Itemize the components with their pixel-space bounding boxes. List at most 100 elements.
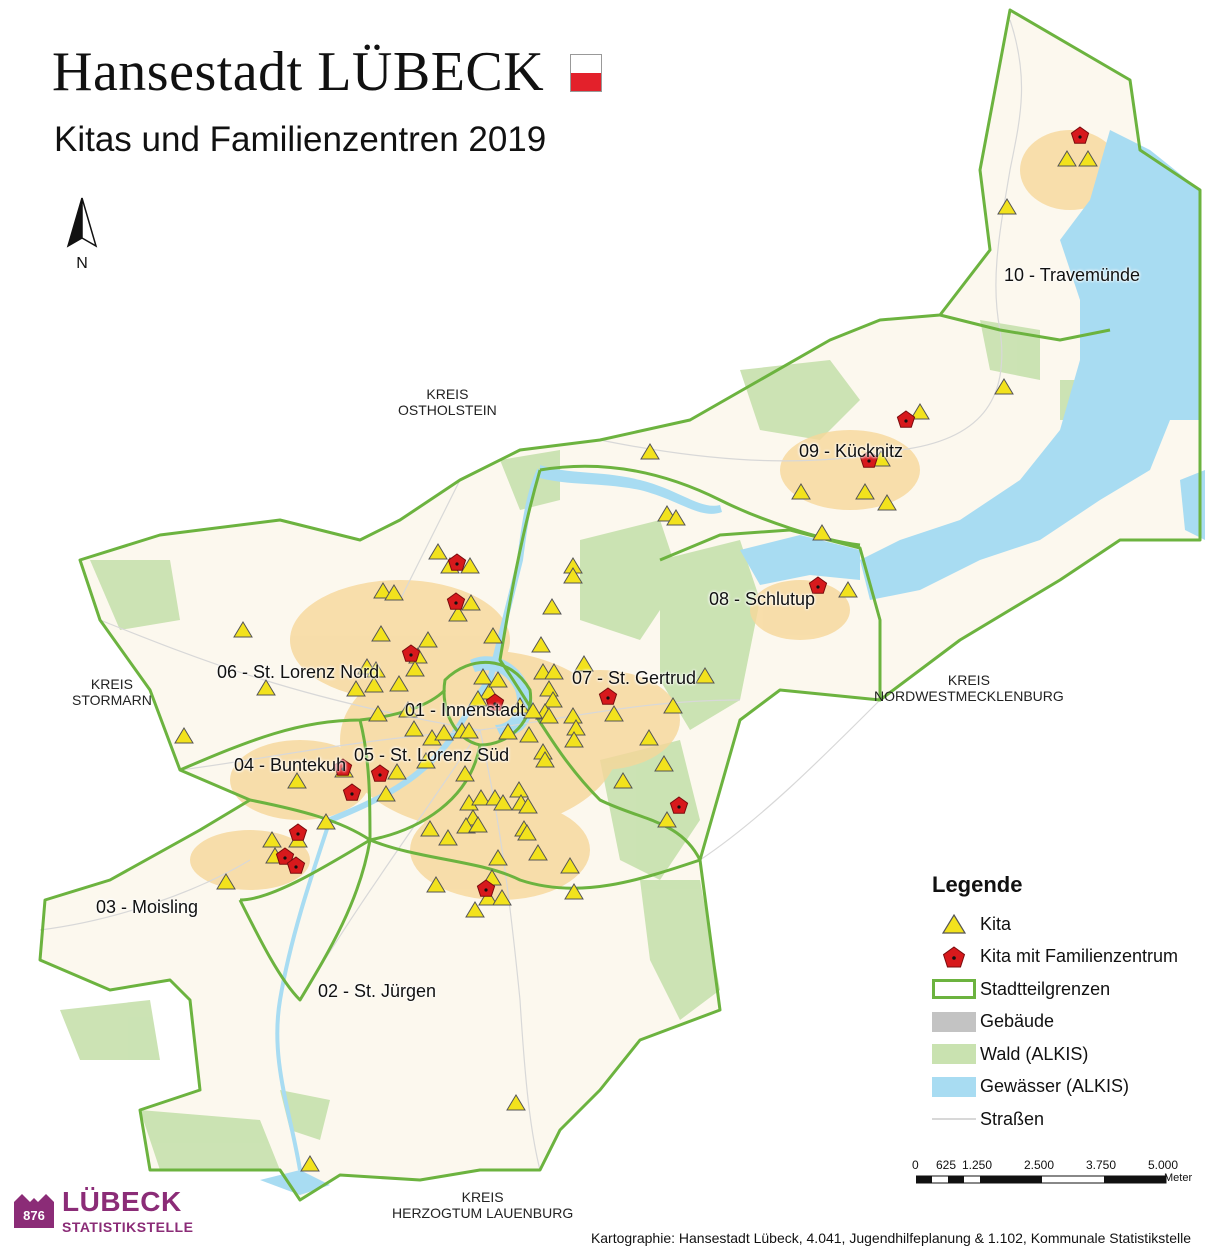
familienzentrum-marker	[598, 687, 618, 705]
logo-text-luebeck: LÜBECK	[62, 1186, 182, 1217]
city-boundary	[38, 8, 1202, 1202]
map-subtitle: Kitas und Familienzentren 2019	[54, 120, 547, 159]
boundary-02-01	[369, 838, 701, 890]
district-boundaries	[38, 8, 1202, 1202]
familienzentrum-marker	[485, 693, 505, 711]
familienzentrum-marker	[370, 764, 390, 782]
kita-marker	[639, 729, 659, 746]
scale-bar-graphic	[916, 1175, 1167, 1184]
map-title: Hansestadt LÜBECK	[52, 41, 545, 103]
district-label-innenstadt: 01 - Innenstadt	[405, 700, 526, 720]
kita-marker	[640, 443, 660, 460]
familienzentrum-marker	[333, 758, 353, 776]
legend-item-gewaesser: Gewässer (ALKIS)	[928, 1071, 1203, 1104]
north-label: N	[76, 255, 88, 272]
kita-marker	[438, 829, 458, 846]
kita-marker	[174, 727, 194, 744]
kita-marker	[371, 625, 391, 642]
scale-tick-1250: 1.250	[962, 1158, 993, 1172]
boundary-10-09	[939, 313, 1111, 342]
boundary-07	[498, 469, 702, 861]
kita-marker	[398, 701, 418, 718]
familienzentrum-marker	[288, 823, 308, 841]
pentagon-icon	[942, 946, 966, 968]
triangle-icon	[941, 914, 967, 934]
legend-item-strassen: Straßen	[928, 1103, 1203, 1136]
district-label-st-gertrud: 07 - St. Gertrud	[572, 668, 697, 688]
kita-marker	[346, 680, 366, 697]
kita-marker	[519, 726, 539, 743]
scale-tick-625: 625	[936, 1158, 957, 1172]
scale-bar: 0 625 1.250 2.500 3.750 5.000 Meter	[912, 1158, 1202, 1190]
kita-marker	[262, 831, 282, 848]
luebeck-flag-icon	[570, 54, 602, 92]
legend-item-gebaeude: Gebäude	[928, 1006, 1203, 1039]
kita-marker	[233, 621, 253, 638]
scale-tick-0: 0	[912, 1158, 919, 1172]
legend-title: Legende	[932, 872, 1023, 897]
kita-marker	[404, 720, 424, 737]
kita-marker	[560, 857, 580, 874]
district-label-kuecknitz: 09 - Kücknitz	[799, 441, 904, 461]
scale-tick-5000: 5.000	[1148, 1158, 1179, 1172]
legend-item-wald: Wald (ALKIS)	[928, 1038, 1203, 1071]
kita-marker	[256, 679, 276, 696]
district-label-st-lorenz-nord: 06 - St. Lorenz Nord	[217, 662, 380, 682]
kita-marker	[563, 567, 583, 584]
kita-marker	[316, 813, 336, 830]
kita-marker	[461, 594, 481, 611]
district-label-schlutup: 08 - Schlutup	[709, 589, 816, 609]
kita-marker	[465, 901, 485, 918]
kita-marker	[910, 403, 930, 420]
kita-marker	[542, 598, 562, 615]
luebeck-statistikstelle-logo: 876 LÜBECK STATISTIKSTELLE	[10, 1186, 193, 1242]
familienzentrum-marker	[342, 783, 362, 801]
kita-marker	[493, 794, 513, 811]
kita-marker	[510, 697, 530, 714]
familienzentrum-marker	[275, 847, 295, 865]
kita-marker	[364, 676, 384, 693]
kita-marker	[471, 789, 491, 806]
kita-marker	[539, 707, 559, 724]
kita-marker	[997, 198, 1017, 215]
kita-marker	[564, 731, 584, 748]
familienzentrum-marker	[1070, 126, 1090, 144]
kita-marker	[838, 581, 858, 598]
boundary-06-05	[179, 688, 447, 772]
logo-text-statistikstelle: STATISTIKSTELLE	[62, 1219, 194, 1235]
familienzentrum-marker	[669, 796, 689, 814]
kita-marker	[455, 765, 475, 782]
kita-marker	[420, 820, 440, 837]
familienzentrum-marker	[447, 553, 467, 571]
kita-marker	[855, 483, 875, 500]
kita-marker	[544, 663, 564, 680]
kita-marker	[300, 1155, 320, 1172]
familienzentrum-marker	[446, 592, 466, 610]
district-label-st-juergen: 02 - St. Jürgen	[318, 981, 437, 1001]
kita-marker	[387, 763, 407, 780]
cartography-credits: Kartographie: Hansestadt Lübeck, 4.041, …	[590, 1230, 1191, 1246]
boundary-03-02	[238, 839, 372, 1002]
kita-marker	[434, 724, 454, 741]
kita-marker	[518, 797, 538, 814]
kita-marker	[478, 889, 498, 906]
kita-marker	[531, 636, 551, 653]
kita-marker	[473, 668, 493, 685]
legend-item-kita: Kita	[928, 908, 1203, 941]
familienzentrum-markers	[275, 126, 1090, 897]
kita-marker	[368, 705, 388, 722]
kita-marker	[373, 582, 393, 599]
kita-marker	[523, 702, 543, 719]
district-label-moisling: 03 - Moisling	[96, 897, 199, 917]
kita-marker	[666, 509, 686, 526]
kita-marker	[604, 705, 624, 722]
kita-marker	[563, 707, 583, 724]
kita-marker	[535, 751, 555, 768]
kita-marker	[426, 876, 446, 893]
familienzentrum-marker	[808, 576, 828, 594]
kita-markers	[174, 150, 1098, 1172]
kita-marker	[613, 772, 633, 789]
water-bodies	[260, 130, 1205, 1195]
